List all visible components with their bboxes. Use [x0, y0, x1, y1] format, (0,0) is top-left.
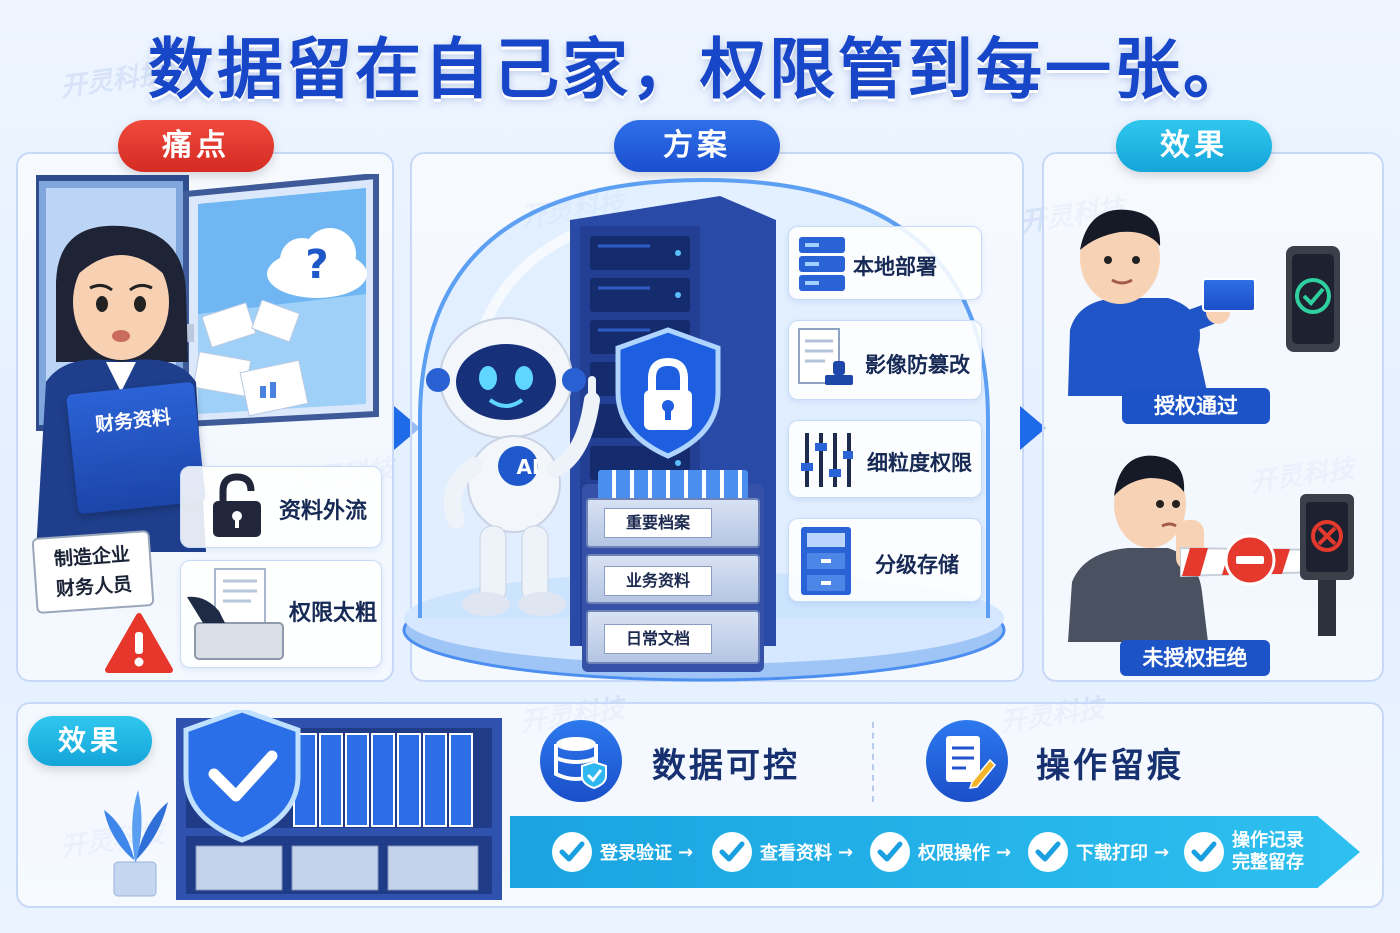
flow-step-label: 下载打印 [1076, 843, 1148, 864]
data-control-label: 数据可控 [652, 746, 800, 786]
solution-feature-fine-grained: 细粒度权限 [788, 420, 982, 498]
finance-folder-label: 财务资料 [94, 406, 173, 437]
person-tag-line2: 财务人员 [55, 573, 133, 601]
flow-step-label: 查看资料 [760, 843, 832, 864]
access-reader-success-icon [1286, 246, 1340, 352]
flow-step-download: 下载打印 → [1028, 832, 1169, 872]
check-icon [1028, 832, 1068, 872]
server-icon [799, 237, 845, 291]
pain-item-label: 资料外流 [279, 499, 368, 524]
flow-step-label-line: 操作记录 [1232, 830, 1304, 851]
bottom-effect-label: 效果 [28, 716, 152, 766]
binder-shelf-illustration [176, 710, 502, 900]
folder-tabs [598, 470, 748, 500]
slider-icon [801, 433, 853, 487]
arrow-right-icon: → [838, 841, 854, 863]
data-control-feature [540, 720, 622, 802]
operation-trace-feature [926, 720, 1008, 802]
flow-step-view: 查看资料 → [712, 832, 853, 872]
stamp-icon [798, 328, 853, 385]
printer-icon [187, 568, 284, 660]
unauthorized-deny-label: 未授权拒绝 [1120, 640, 1270, 676]
arrow-right-icon: → [678, 841, 694, 863]
flow-step-label-line: 完整留存 [1232, 852, 1304, 873]
check-icon [552, 832, 592, 872]
flying-papers-illustration [192, 300, 309, 417]
check-icon [1184, 832, 1224, 872]
unlock-icon [213, 473, 261, 537]
solution-feature-label: 分级存储 [875, 553, 959, 577]
check-icon [870, 832, 910, 872]
solution-feature-tamper-proof: 影像防篡改 [788, 320, 982, 400]
solution-feature-label: 本地部署 [853, 255, 937, 279]
drawer-label: 日常文档 [604, 624, 712, 654]
page-title: 数据留在自己家，权限管到每一张。 [148, 31, 1252, 108]
flow-step-label: 权限操作 [918, 843, 990, 864]
flow-arrow [1020, 406, 1046, 450]
pain-item-data-leak: 资料外流 [180, 466, 382, 548]
arrow-right-icon: → [1154, 841, 1170, 863]
drawer-label: 业务资料 [604, 566, 712, 596]
shield-lock-icon [615, 327, 721, 459]
flow-step-label: 登录验证 [600, 843, 672, 864]
denied-man-illustration [1068, 455, 1208, 642]
solution-feature-label: 影像防篡改 [865, 353, 970, 377]
drawer-label: 重要档案 [604, 508, 712, 538]
ai-robot-illustration [426, 317, 600, 616]
warning-icon [105, 613, 173, 673]
arrow-right-icon: → [996, 841, 1012, 863]
effect-label: 效果 [1116, 120, 1272, 172]
document-edit-icon [946, 736, 996, 789]
flow-step-permission: 权限操作 → [870, 832, 1011, 872]
id-card-icon [1202, 278, 1256, 312]
operation-trace-label: 操作留痕 [1036, 746, 1184, 786]
authorized-man-illustration [1068, 209, 1230, 396]
divider [872, 722, 874, 802]
barrier-gate-illustration [1180, 494, 1354, 636]
pain-item-label: 权限太粗 [289, 601, 378, 626]
check-icon [712, 832, 752, 872]
pain-item-coarse-permission: 权限太粗 [180, 560, 382, 668]
solution-feature-label: 细粒度权限 [867, 451, 972, 475]
cloud-question-icon: ? [267, 228, 367, 298]
flow-step-login: 登录验证 → [552, 832, 693, 872]
solution-feature-local-deploy: 本地部署 [788, 226, 982, 300]
authorized-pass-label: 授权通过 [1122, 388, 1270, 424]
solution-feature-tiered-storage: 分级存储 [788, 518, 982, 602]
person-tag: 制造企业 财务人员 [31, 529, 155, 615]
svg-text:?: ? [305, 242, 328, 288]
flow-step-record: 操作记录 完整留存 [1184, 830, 1304, 874]
pain-label: 痛点 [118, 120, 274, 172]
cabinet-icon [801, 527, 851, 595]
robot-badge: AI [516, 455, 540, 479]
solution-label: 方案 [614, 120, 780, 172]
database-shield-icon [554, 737, 607, 790]
plant-illustration [104, 790, 168, 897]
